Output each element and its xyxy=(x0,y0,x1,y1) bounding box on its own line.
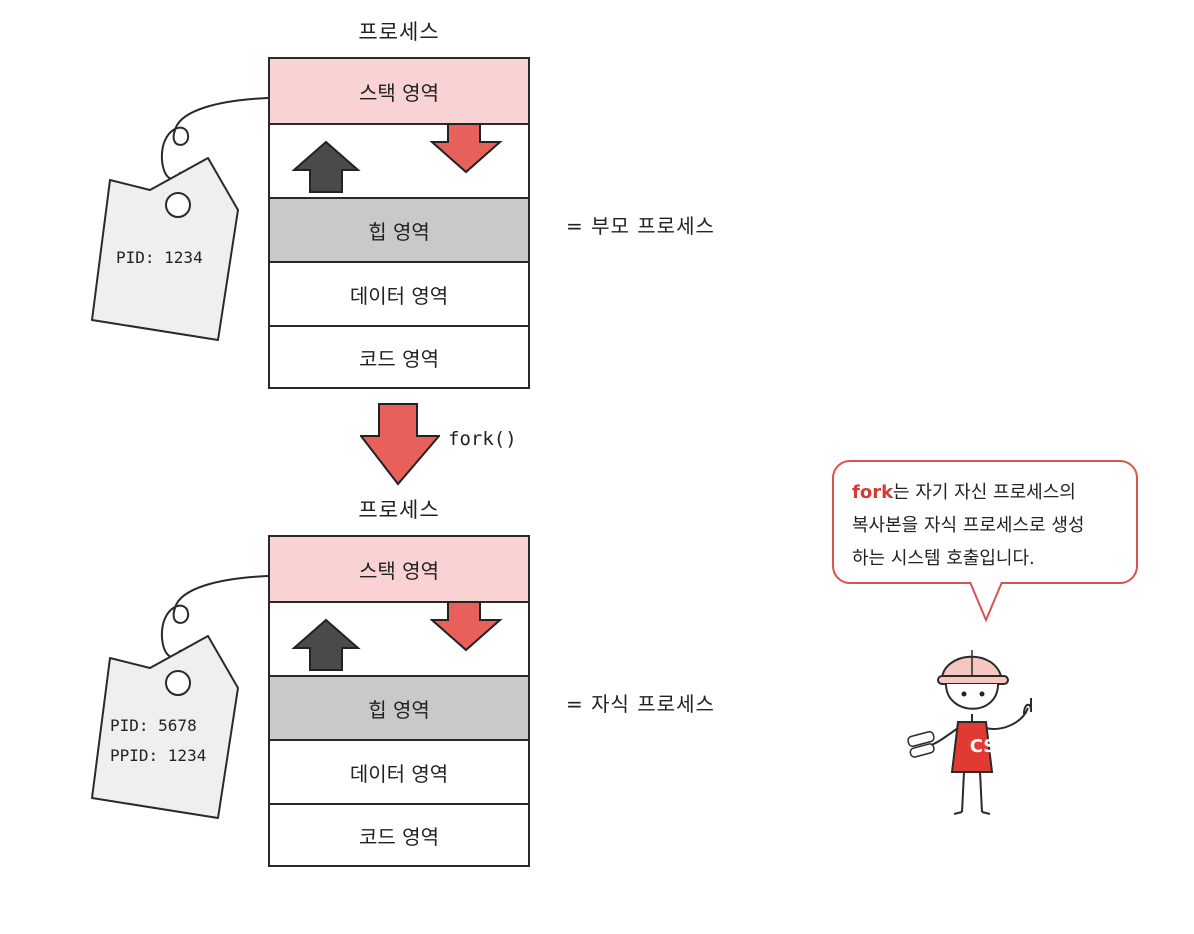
bottom-stack-segment: 스택 영역 xyxy=(270,537,528,601)
bubble-line3: 하는 시스템 호출입니다. xyxy=(852,548,1035,569)
fork-call-label: fork() xyxy=(448,428,517,450)
bubble-line1: 는 자기 자신 프로세스의 xyxy=(893,482,1076,503)
fork-keyword: fork xyxy=(852,482,894,503)
bottom-code-segment: 코드 영역 xyxy=(270,803,528,865)
top-heap-segment: 힙 영역 xyxy=(270,197,528,261)
speech-bubble: fork는 자기 자신 프로세스의 복사본을 자식 프로세스로 생성 하는 시스… xyxy=(832,460,1138,584)
top-process-title: 프로세스 xyxy=(358,20,440,44)
character-illustration xyxy=(907,650,1033,815)
fork-arrow xyxy=(360,403,440,486)
top-pid-text: PID: 1234 xyxy=(116,248,203,267)
parent-process-label: = 부모 프로세스 xyxy=(566,214,715,238)
bottom-process-title: 프로세스 xyxy=(358,498,440,522)
top-pid-tag xyxy=(91,97,269,341)
bottom-heap-segment: 힙 영역 xyxy=(270,675,528,739)
bottom-stack-down-arrow xyxy=(430,601,503,652)
top-stack-segment: 스택 영역 xyxy=(270,59,528,123)
bottom-heap-up-arrow xyxy=(291,618,361,671)
top-process-box: 스택 영역 힙 영역 데이터 영역 코드 영역 xyxy=(268,57,530,389)
top-heap-up-arrow xyxy=(291,140,361,193)
child-process-label: = 자식 프로세스 xyxy=(566,692,715,716)
shirt-cs-label: CS xyxy=(969,736,997,757)
top-data-segment: 데이터 영역 xyxy=(270,261,528,325)
bottom-pid-tag xyxy=(91,575,269,819)
top-stack-down-arrow xyxy=(430,123,503,174)
bottom-process-box: 스택 영역 힙 영역 데이터 영역 코드 영역 xyxy=(268,535,530,867)
bottom-data-segment: 데이터 영역 xyxy=(270,739,528,803)
bottom-ppid-text: PPID: 1234 xyxy=(110,746,207,765)
top-code-segment: 코드 영역 xyxy=(270,325,528,387)
speech-bubble-text: fork는 자기 자신 프로세스의 복사본을 자식 프로세스로 생성 하는 시스… xyxy=(852,476,1128,575)
bubble-line2: 복사본을 자식 프로세스로 생성 xyxy=(852,515,1085,536)
bottom-pid-text: PID: 5678 xyxy=(110,716,197,735)
speech-bubble-tail xyxy=(969,581,1003,623)
